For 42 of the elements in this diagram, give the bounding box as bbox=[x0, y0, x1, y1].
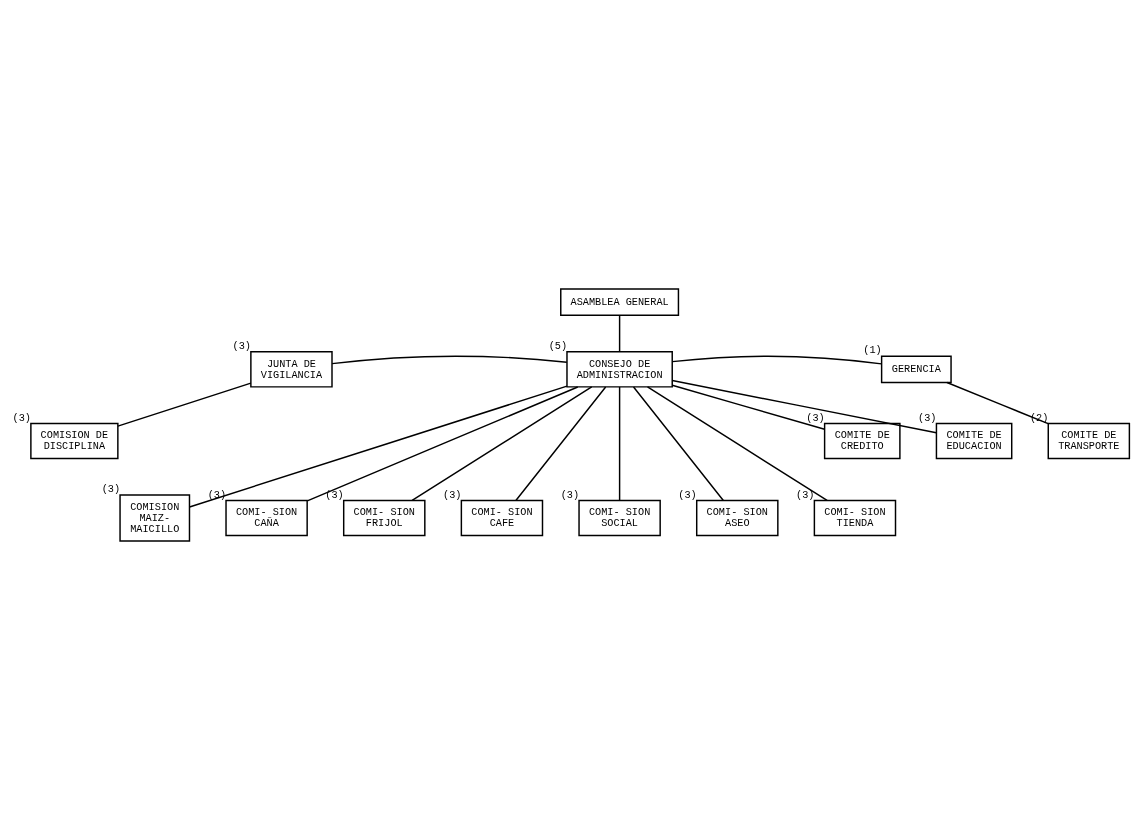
connector bbox=[188, 384, 568, 508]
connector bbox=[671, 354, 883, 365]
node-label: (3) bbox=[101, 482, 121, 495]
connector bbox=[331, 354, 568, 364]
node-box: COMISION MAIZ- MAICILLO bbox=[119, 493, 191, 542]
node-label: (3) bbox=[443, 488, 462, 501]
connector bbox=[306, 385, 579, 502]
node-box: COMITE DE CREDITO bbox=[823, 422, 901, 459]
node-label: (3) bbox=[806, 411, 825, 424]
connector bbox=[671, 379, 938, 433]
node-box: JUNTA DE VIGILANCIA bbox=[250, 350, 333, 388]
node-label: (3) bbox=[207, 488, 227, 501]
connector bbox=[515, 385, 607, 501]
node-box: COMI- SION SOCIAL bbox=[578, 499, 661, 536]
connector bbox=[117, 381, 252, 427]
node-label: (3) bbox=[678, 488, 697, 501]
node-box: COMITE DE TRANSPORTE bbox=[1047, 422, 1131, 459]
connector bbox=[618, 314, 621, 352]
node-box: ASAMBLEA GENERAL bbox=[560, 287, 680, 316]
node-box: COMITE DE EDUCACION bbox=[935, 422, 1013, 459]
connector bbox=[646, 385, 828, 501]
node-box: COMI- SION CAÑA bbox=[225, 499, 308, 536]
connector bbox=[632, 385, 725, 501]
connector bbox=[411, 385, 593, 501]
node-label: (3) bbox=[232, 339, 251, 352]
connector bbox=[946, 381, 1049, 424]
connector bbox=[671, 384, 826, 430]
node-label: (3) bbox=[12, 411, 31, 424]
node-label: (3) bbox=[560, 488, 580, 501]
node-box: COMISION DE DISCIPLINA bbox=[30, 422, 119, 459]
node-box: COMI- SION CAFE bbox=[460, 499, 544, 536]
node-box: COMI- SION FRIJOL bbox=[342, 499, 426, 536]
node-box: CONSEJO DE ADMINISTRACION bbox=[566, 350, 673, 388]
connector bbox=[618, 385, 621, 501]
node-label: (5) bbox=[548, 339, 568, 352]
node-label: (1) bbox=[863, 343, 882, 356]
node-label: (3) bbox=[918, 411, 937, 424]
node-label: (3) bbox=[325, 488, 344, 501]
node-box: COMI- SION TIENDA bbox=[813, 499, 897, 536]
node-label: (3) bbox=[796, 488, 815, 501]
node-box: COMI- SION ASEO bbox=[696, 499, 779, 536]
node-box: GERENCIA bbox=[880, 354, 952, 383]
